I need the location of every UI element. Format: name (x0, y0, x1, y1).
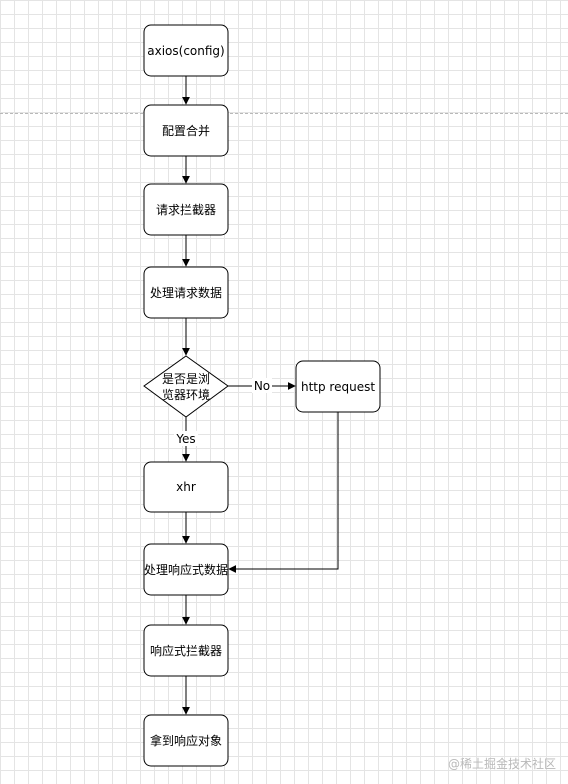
node-merge: 配置合并 (143, 104, 229, 157)
node-request-interceptor: 请求拦截器 (143, 183, 229, 236)
node-response-interceptor-label: 响应式拦截器 (150, 643, 222, 658)
edge-http-transformresponse (228, 412, 339, 573)
yes-label-bg (174, 431, 198, 446)
page-divider-line (0, 113, 568, 114)
node-merge-label: 配置合并 (162, 123, 210, 138)
node-http-request: http request (295, 360, 381, 413)
node-request-interceptor-label: 请求拦截器 (156, 203, 216, 217)
node-decision-label-line1: 是否是浏 (162, 372, 210, 386)
node-transform-response: 处理响应式数据 (143, 543, 229, 596)
node-decision: 是否是浏 览器环境 (143, 355, 229, 418)
node-transform-request: 处理请求数据 (143, 266, 229, 319)
node-transform-request-label: 处理请求数据 (150, 285, 222, 300)
node-result-label: 拿到响应对象 (150, 733, 222, 748)
no-label-bg (252, 378, 272, 393)
node-start: axios(config) (143, 24, 229, 77)
watermark: @稀土掘金技术社区 (447, 757, 556, 771)
connectors (182, 76, 339, 715)
node-http-request-label: http request (301, 380, 375, 394)
node-transform-response-label: 处理响应式数据 (144, 562, 228, 577)
edge-label-no: No (254, 379, 270, 393)
node-xhr: xhr (143, 461, 229, 513)
node-result: 拿到响应对象 (143, 714, 229, 767)
node-start-label: axios(config) (147, 44, 224, 58)
node-response-interceptor: 响应式拦截器 (143, 624, 229, 677)
edge-label-yes: Yes (175, 432, 195, 446)
node-decision-label-line2: 览器环境 (162, 387, 210, 402)
node-xhr-label: xhr (176, 480, 196, 494)
